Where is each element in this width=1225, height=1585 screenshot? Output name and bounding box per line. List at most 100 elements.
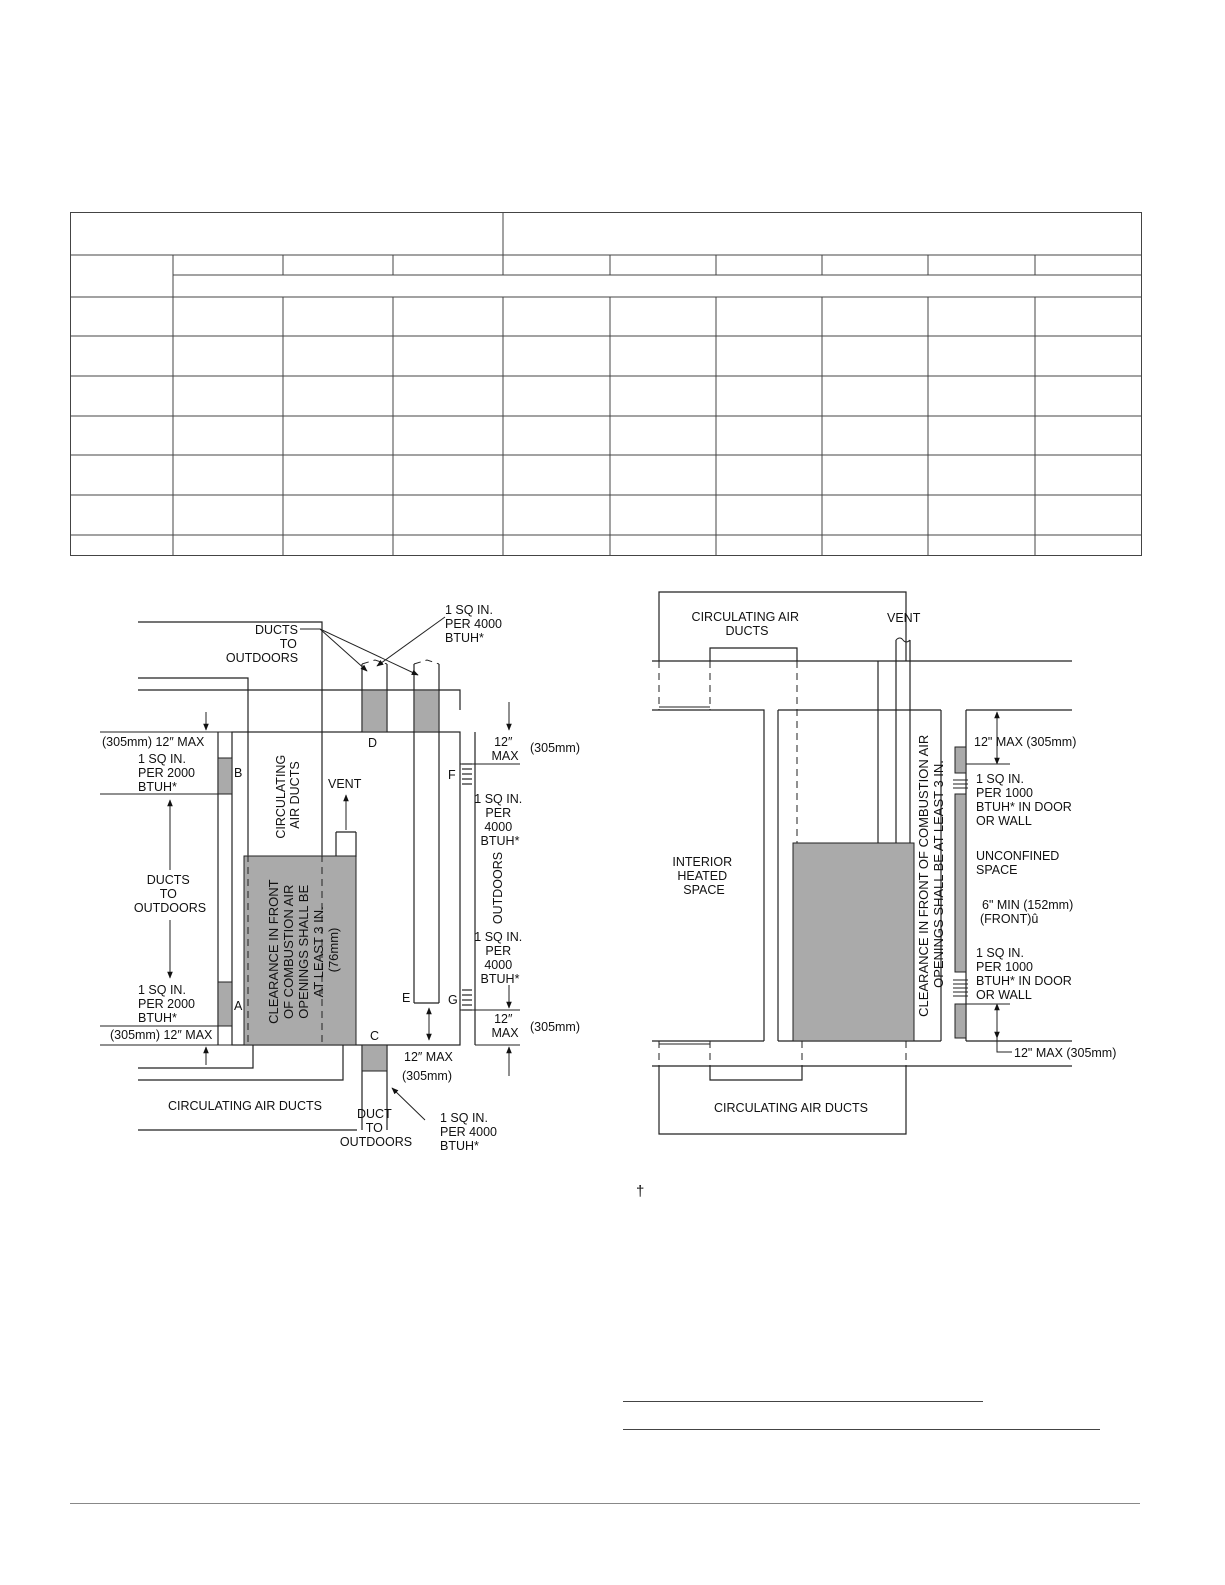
label-d: D bbox=[368, 736, 377, 750]
top-opening-label-line3: BTUH* bbox=[445, 631, 484, 645]
svg-text:DUCTS: DUCTS bbox=[255, 623, 298, 637]
svg-text:CIRCULATING AIR DUCTS: CIRCULATING AIR DUCTS bbox=[274, 751, 302, 838]
svg-text:1 SQ IN. PER 4000: 1 SQ IN. PER 4000 BTUH* bbox=[474, 930, 525, 986]
right-bottom-opening-line4: OR WALL bbox=[976, 988, 1032, 1002]
dim-right-top-line2: MAX bbox=[491, 749, 519, 763]
svg-text:CIRCULATING AIR DUCTS: CIRCULATING AIR DUCTS bbox=[692, 610, 803, 638]
top-opening-label-line2: PER 4000 bbox=[445, 617, 502, 631]
left-ducts-line3: OUTDOORS bbox=[134, 901, 206, 915]
top-opening-label-line1: 1 SQ IN. bbox=[445, 603, 493, 617]
svg-text:DUCTS TO OUTDOORS: DUCTS TO OUTDOORS bbox=[134, 873, 206, 915]
bottom-opening-line3: BTUH* bbox=[440, 1139, 479, 1153]
dim-bottom: 12″ MAX bbox=[404, 1050, 454, 1064]
svg-text:TO OUTDOORS: TO OUTDOORS bbox=[226, 637, 300, 665]
right-top-opening-line1: 1 SQ IN. bbox=[976, 772, 1024, 786]
dim-left-bottom: (305mm) 12″ MAX bbox=[110, 1028, 213, 1042]
dim-bottom-mm: (305mm) bbox=[402, 1069, 452, 1083]
left-vent-label: VENT bbox=[328, 777, 362, 791]
right-top-opening-line3: BTUH* IN DOOR bbox=[976, 800, 1072, 814]
data-table bbox=[70, 212, 1142, 556]
svg-text:CLEARANCE IN FRONT OF COMB: CLEARANCE IN FRONT OF COMBUSTION AIR OPE… bbox=[266, 876, 341, 1024]
opening-g-line3: 4000 bbox=[484, 958, 512, 972]
label-e: E bbox=[402, 991, 410, 1005]
opening-f-line3: 4000 bbox=[484, 820, 512, 834]
right-top-opening-line2: PER 1000 bbox=[976, 786, 1033, 800]
dim-right-top-line1: 12″ bbox=[494, 735, 513, 749]
svg-text:1 SQ IN. PER 2000 BTUH: 1 SQ IN. PER 2000 BTUH* bbox=[138, 983, 198, 1025]
confined-space-diagram: DUCTS TO OUTDOORS 1 SQ IN. PER 4000 BTUH… bbox=[100, 603, 580, 1153]
svg-text:UNCONFINED SPACE: UNCONFINED SPACE bbox=[976, 849, 1063, 877]
circ-air-vertical-line1: CIRCULATING bbox=[274, 755, 288, 839]
svg-text:6" MIN (152mm) (FRONT)û: 6" MIN (152mm) (FRONT)û bbox=[980, 898, 1077, 926]
unconfined-line1: UNCONFINED bbox=[976, 849, 1059, 863]
blank-rule-2 bbox=[623, 1429, 1100, 1430]
label-f: F bbox=[448, 768, 456, 782]
opening-b-line1: 1 SQ IN. bbox=[138, 752, 186, 766]
outdoors-vertical-label: OUTDOORS bbox=[491, 852, 505, 924]
top-ducts-label-line2: TO bbox=[280, 637, 297, 651]
right-vent-label: VENT bbox=[887, 611, 921, 625]
svg-text:12″ MAX: 12″ MAX bbox=[491, 1012, 519, 1040]
opening-a-line2: PER 2000 bbox=[138, 997, 195, 1011]
right-clearance-line1: CLEARANCE IN FRONT OF COMBUSTION AIR bbox=[916, 735, 931, 1017]
left-ducts-line1: DUCTS bbox=[147, 873, 190, 887]
clearance-line1: CLEARANCE IN FRONT bbox=[266, 879, 281, 1024]
svg-text:12″ MAX: 12″ MAX bbox=[491, 735, 519, 763]
bottom-duct-line1: DUCT bbox=[357, 1107, 392, 1121]
interior-line3: SPACE bbox=[683, 883, 724, 897]
bottom-opening-line2: PER 4000 bbox=[440, 1125, 497, 1139]
clearance-line2: OF COMBUSTION AIR bbox=[281, 885, 296, 1019]
opening-b-line2: PER 2000 bbox=[138, 766, 195, 780]
interior-line2: HEATED bbox=[677, 869, 727, 883]
right-bottom-opening-line1: 1 SQ IN. bbox=[976, 946, 1024, 960]
svg-text:1 SQ IN. PER 4000 BTUH: 1 SQ IN. PER 4000 BTUH* bbox=[445, 603, 505, 645]
opening-g-line2: PER bbox=[485, 944, 511, 958]
right-bottom-opening-line3: BTUH* IN DOOR bbox=[976, 974, 1072, 988]
svg-text:DUCT TO OUTDOORS: DUCT TO OUTDOORS bbox=[340, 1107, 412, 1149]
dim-left-top: (305mm) 12″ MAX bbox=[102, 735, 205, 749]
svg-text:INTERIOR HEATED SPACE: INTERIOR HEATED SPACE bbox=[672, 855, 735, 897]
right-top-opening-line4: OR WALL bbox=[976, 814, 1032, 828]
dim-right-top-mm: (305mm) bbox=[530, 741, 580, 755]
dim-right-bottom-mm: (305mm) bbox=[530, 1020, 580, 1034]
svg-text:1 SQ IN. PER 4000 BTUH: 1 SQ IN. PER 4000 BTUH* bbox=[440, 1111, 500, 1153]
bottom-duct-line2: TO bbox=[366, 1121, 383, 1135]
right-bottom-opening-line2: PER 1000 bbox=[976, 960, 1033, 974]
circ-air-vertical-line2: AIR DUCTS bbox=[288, 761, 302, 828]
label-a: A bbox=[234, 999, 243, 1013]
clearance-line5: (76mm) bbox=[326, 928, 341, 973]
unconfined-line2: SPACE bbox=[976, 863, 1017, 877]
clearance-line4: AT LEAST 3 IN. bbox=[311, 906, 326, 997]
svg-text:1 SQ IN. PER 2000 BTUH: 1 SQ IN. PER 2000 BTUH* bbox=[138, 752, 198, 794]
top-circ-line2: DUCTS bbox=[725, 624, 768, 638]
opening-g-line1: 1 SQ IN. bbox=[474, 930, 522, 944]
top-ducts-label-line1: DUCTS bbox=[255, 623, 298, 637]
page-footer-rule bbox=[70, 1503, 1140, 1504]
right-dim-top: 12" MAX (305mm) bbox=[974, 735, 1076, 749]
bottom-opening-line1: 1 SQ IN. bbox=[440, 1111, 488, 1125]
opening-g-line4: BTUH* bbox=[481, 972, 520, 986]
opening-f-line4: BTUH* bbox=[481, 834, 520, 848]
right-dim-bottom: 12" MAX (305mm) bbox=[1014, 1046, 1116, 1060]
svg-text:CLEARANCE IN FRONT OF COMBUSTI: CLEARANCE IN FRONT OF COMBUSTION AIR OPE… bbox=[916, 731, 946, 1017]
bottom-circ-label: CIRCULATING AIR DUCTS bbox=[168, 1099, 322, 1113]
min-line2: (FRONT)û bbox=[980, 912, 1038, 926]
label-c: C bbox=[370, 1029, 379, 1043]
label-b: B bbox=[234, 766, 242, 780]
top-ducts-label-line3: OUTDOORS bbox=[226, 651, 298, 665]
bottom-duct-line3: OUTDOORS bbox=[340, 1135, 412, 1149]
opening-f-line2: PER bbox=[485, 806, 511, 820]
footnote-marker: † bbox=[636, 1183, 645, 1200]
interior-line1: INTERIOR bbox=[672, 855, 732, 869]
opening-a-line3: BTUH* bbox=[138, 1011, 177, 1025]
svg-text:1 SQ IN. PER 1000 BTUH: 1 SQ IN. PER 1000 BTUH* IN DOOR OR WALL bbox=[976, 772, 1075, 828]
label-g: G bbox=[448, 993, 458, 1007]
opening-f-line1: 1 SQ IN. bbox=[474, 792, 522, 806]
right-clearance-line2: OPENINGS SHALL BE AT LEAST 3 IN. bbox=[931, 760, 946, 988]
dim-right-bottom-line1: 12″ bbox=[494, 1012, 513, 1026]
left-ducts-line2: TO bbox=[160, 887, 177, 901]
svg-text:1 SQ IN. PER 4000: 1 SQ IN. PER 4000 BTUH* bbox=[474, 792, 525, 848]
blank-rule-1 bbox=[623, 1401, 983, 1402]
clearance-line3: OPENINGS SHALL BE bbox=[296, 885, 311, 1019]
right-bottom-circ-label: CIRCULATING AIR DUCTS bbox=[714, 1101, 868, 1115]
